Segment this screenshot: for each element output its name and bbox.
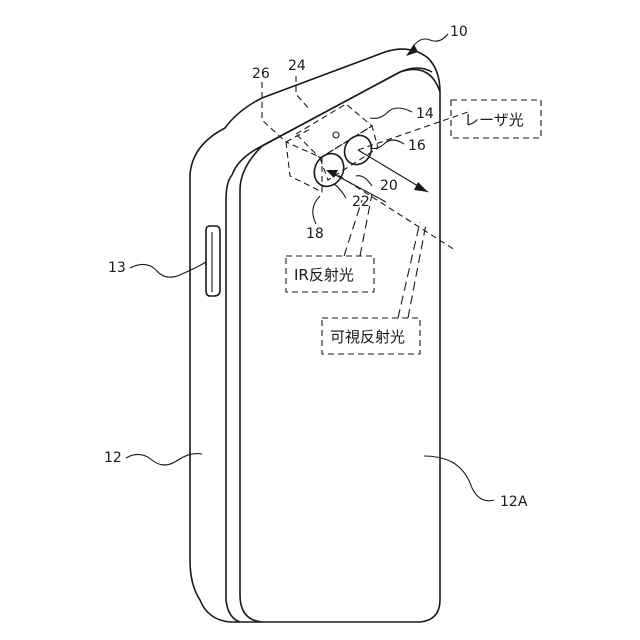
side-button xyxy=(206,226,220,296)
callout-visible-text: 可視反射光 xyxy=(330,328,405,346)
laser-arrow-head xyxy=(414,182,428,192)
callout-visible-leader xyxy=(398,222,426,318)
ref-20: 20 xyxy=(380,178,398,194)
callout-ir-text: IR反射光 xyxy=(294,266,354,284)
callout-laser: レーザ光 xyxy=(451,100,541,138)
housing-top xyxy=(286,128,312,142)
ref-22: 22 xyxy=(352,194,370,210)
leader-18 xyxy=(313,196,320,224)
ref-18: 18 xyxy=(306,226,324,242)
ref-16: 16 xyxy=(408,138,426,154)
ref-13: 13 xyxy=(108,260,126,276)
ref-12A: 12A xyxy=(500,494,528,510)
ref-12: 12 xyxy=(104,450,122,466)
leader-20 xyxy=(356,176,372,186)
ref-24: 24 xyxy=(288,58,306,74)
phone-side-edge xyxy=(226,175,240,622)
leader-22 xyxy=(334,184,346,198)
ref-10: 10 xyxy=(450,24,468,40)
leader-13 xyxy=(130,262,206,277)
leader-12A xyxy=(424,456,494,501)
ref-14: 14 xyxy=(416,106,434,122)
leader-14 xyxy=(370,108,412,118)
callout-laser-text: レーザ光 xyxy=(464,111,524,129)
side-button-shape xyxy=(206,226,220,296)
ref-26: 26 xyxy=(252,66,270,82)
ir-arrow-head xyxy=(326,170,338,178)
sensor-dot xyxy=(333,132,339,138)
leader-10 xyxy=(412,34,448,48)
housing-outline xyxy=(286,142,322,192)
leader-16 xyxy=(370,140,404,149)
